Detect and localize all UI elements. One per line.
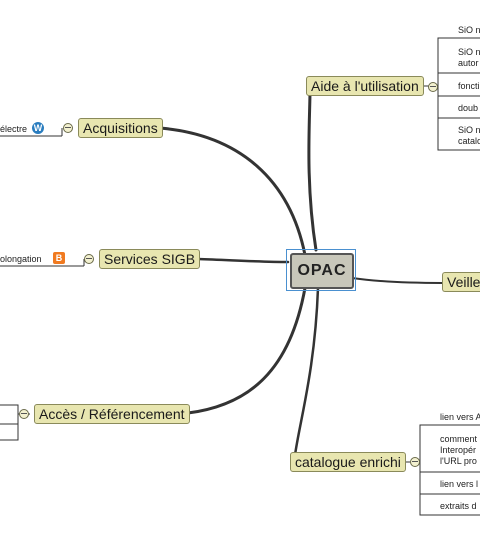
root-node[interactable]: OPAC xyxy=(290,253,354,289)
node-acquisitions[interactable]: Acquisitions xyxy=(78,118,163,138)
leaf-catalogue-2c[interactable]: l'URL pro xyxy=(440,456,477,466)
leaf-aide-2b[interactable]: autor xyxy=(458,58,479,68)
leaf-aide-1[interactable]: SiO n xyxy=(458,25,480,35)
leaf-aide-5[interactable]: SiO n xyxy=(458,125,480,135)
node-catalogue[interactable]: catalogue enrichi xyxy=(290,452,406,472)
connector-acquisitions xyxy=(158,126,307,257)
leaf-catalogue-2b[interactable]: Interopér xyxy=(440,445,477,455)
node-acces[interactable]: Accès / Référencement xyxy=(34,404,190,424)
leaf-aide-3[interactable]: foncti xyxy=(458,81,480,91)
blogger-icon[interactable]: B xyxy=(53,252,65,264)
node-services[interactable]: Services SIGB xyxy=(99,249,201,269)
collapse-toggle-aide[interactable] xyxy=(428,82,438,92)
collapse-toggle-acquisitions[interactable] xyxy=(63,123,73,133)
collapse-toggle-catalogue[interactable] xyxy=(410,457,420,467)
connector-acces xyxy=(186,286,307,415)
connector-catalogue xyxy=(293,286,320,457)
wordpress-icon[interactable]: W xyxy=(32,122,44,134)
leaf-aide-2[interactable]: SiO n xyxy=(458,47,480,57)
root-node-selection[interactable]: OPAC xyxy=(286,249,356,291)
leaf-catalogue-1[interactable]: lien vers A xyxy=(440,412,480,422)
leaf-aide-4[interactable]: doub xyxy=(458,103,479,113)
collapse-toggle-services[interactable] xyxy=(84,254,94,264)
collapse-toggle-acces[interactable] xyxy=(19,409,29,419)
connector-services xyxy=(196,257,290,264)
leaf-catalogue-4[interactable]: extraits d xyxy=(440,501,477,511)
leaf-services[interactable]: olongation xyxy=(0,254,42,264)
leaf-catalogue-2[interactable]: comment xyxy=(440,434,478,444)
leaf-aide-5b[interactable]: catalo xyxy=(458,136,480,146)
connector-veille xyxy=(351,277,443,284)
connector-aide xyxy=(307,88,318,252)
leaf-catalogue-3[interactable]: lien vers l xyxy=(440,479,479,489)
node-aide[interactable]: Aide à l'utilisation xyxy=(306,76,424,96)
leaf-acquisitions[interactable]: électre xyxy=(0,124,28,134)
node-veille[interactable]: Veille xyxy=(442,272,480,292)
